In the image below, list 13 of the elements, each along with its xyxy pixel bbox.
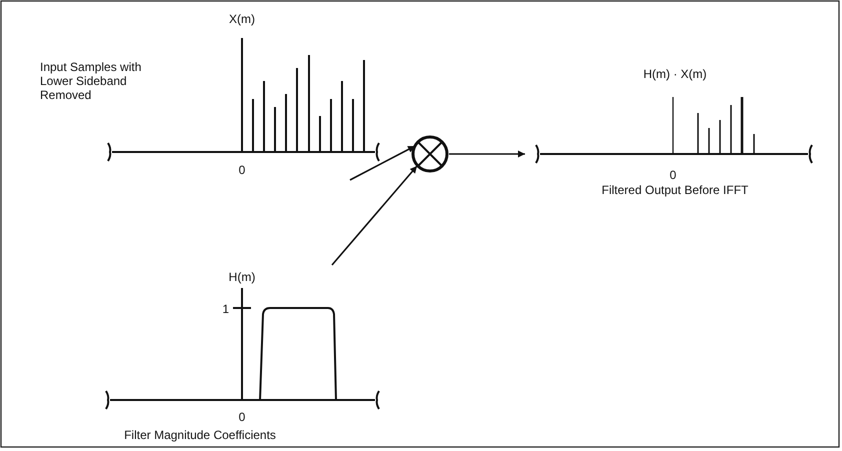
tick-label: 0 [238, 410, 246, 424]
axis-label: X(m) [229, 12, 255, 26]
plot-caption: Filter Magnitude Coefficients [124, 428, 276, 442]
plot-caption: Filtered Output Before IFFT [602, 183, 748, 197]
plot-caption: Input Samples with Lower Sideband Removed [40, 60, 142, 102]
axis-label: H(m) [228, 270, 256, 284]
axis-label: H(m) · X(m) [643, 67, 707, 81]
arrow [350, 145, 416, 181]
arrow [331, 165, 418, 266]
tick-label: 0 [670, 168, 676, 182]
tick-label: 1 [222, 302, 229, 316]
tick-label: 0 [238, 163, 246, 177]
arrow [449, 150, 525, 158]
